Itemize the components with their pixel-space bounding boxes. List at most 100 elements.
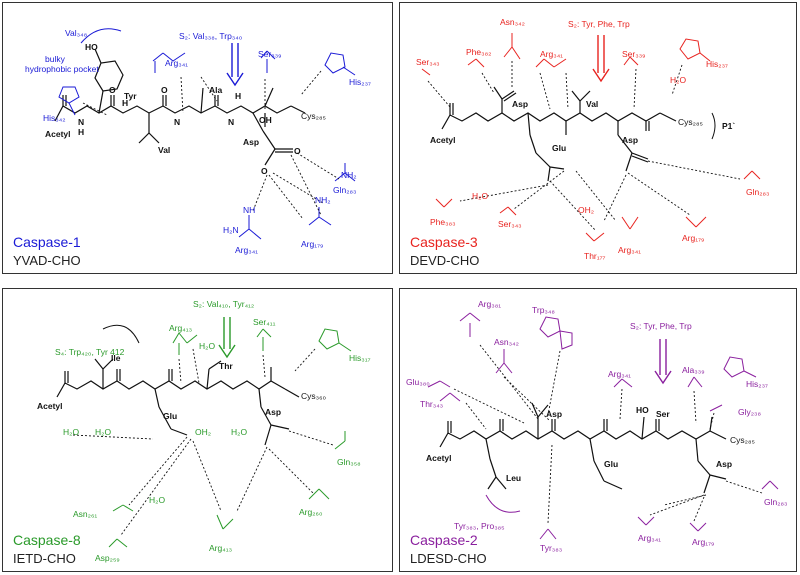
arg413b-label: Arg₄₁₃ bbox=[209, 543, 232, 553]
asp-label: Asp bbox=[512, 99, 528, 109]
glu-label: Glu bbox=[552, 143, 566, 153]
ligand-backbone bbox=[54, 48, 306, 166]
arg179-label: Arg₁₇₉ bbox=[682, 233, 704, 243]
h2o-label-1: H₂O bbox=[63, 427, 79, 437]
ser343-label: Ser₃₄₃ bbox=[416, 57, 440, 67]
pocket-label-2: hydrophobic pocket bbox=[25, 64, 99, 74]
caspase-1-residue-labels: Val₃₄₈ bulky hydrophobic pocket S₂: Val₃… bbox=[25, 28, 371, 255]
hydrogen-bonds bbox=[427, 61, 741, 232]
nh2-label-2: NH₂ bbox=[315, 195, 331, 205]
val-label: Val bbox=[158, 145, 170, 155]
ala-label: Ala bbox=[209, 85, 223, 95]
tyr383-label: Tyr₃₈₃ bbox=[540, 543, 562, 553]
ser339-label: Ser₃₃₉ bbox=[622, 49, 646, 59]
cys285-label: Cys₂₈₅ bbox=[678, 117, 703, 127]
glu-label: Glu bbox=[163, 411, 177, 421]
arg179-label: Arg₁₇₉ bbox=[301, 239, 323, 249]
n-label-1: N bbox=[78, 117, 84, 127]
s2-arrow bbox=[592, 35, 610, 83]
arg341-label: Arg₃₄₁ bbox=[540, 49, 563, 59]
caspase-1-substrate: YVAD-CHO bbox=[13, 253, 81, 268]
gln283-label: Gln₂₈₃ bbox=[764, 497, 788, 507]
o-label-4: O bbox=[261, 166, 268, 176]
his317-label: His₃₁₇ bbox=[349, 353, 371, 363]
thr177-label: Thr₁₇₇ bbox=[584, 251, 606, 261]
ligand-backbone bbox=[441, 86, 677, 182]
tyr-label: Tyr bbox=[124, 91, 137, 101]
asp-label: Asp bbox=[243, 137, 259, 147]
asn261-label: Asn₂₆₁ bbox=[73, 509, 97, 519]
asn342-label: Asn₃₄₂ bbox=[494, 337, 519, 347]
s2-arrow bbox=[218, 317, 236, 359]
ligand-backbone bbox=[439, 402, 727, 494]
s4-label: S₄: Trp₄₂₀, Tyr 412 bbox=[55, 347, 125, 357]
h-label-2: H bbox=[122, 98, 128, 108]
ligand-labels: Acetyl Leu Asp Glu Ser HO Asp bbox=[426, 405, 732, 483]
s2-label: S₂: Val₄₁₀, Tyr₄₁₂ bbox=[193, 299, 254, 309]
gly238-label: Gly₂₃₈ bbox=[738, 407, 762, 417]
caspase-2-substrate: LDESD-CHO bbox=[410, 551, 487, 566]
nh2-label-1: NH₂ bbox=[341, 170, 357, 180]
s4-label: Tyr₃₈₃, Pro₃₈₅ bbox=[454, 521, 505, 531]
phe383-label: Phe₃₈₃ bbox=[430, 217, 456, 227]
ser343b-label: Ser₃₄₃ bbox=[498, 219, 522, 229]
p1-label: P1` bbox=[722, 121, 735, 131]
pocket-label-1: bulky bbox=[45, 54, 66, 64]
water-network: H₂O H₂O OH₂ H₂O H₂O H₂O bbox=[63, 341, 247, 505]
s4-pocket-arc bbox=[102, 324, 140, 344]
s4-pocket-arc bbox=[485, 494, 521, 513]
hydrogen-bonds bbox=[82, 70, 340, 220]
h2o-label-1: H₂O bbox=[670, 75, 686, 85]
his237-label: His₂₃₇ bbox=[706, 59, 728, 69]
o-label-2: O bbox=[161, 85, 168, 95]
gln358-label: Gln₃₅₈ bbox=[337, 457, 361, 467]
asp-label: Asp bbox=[546, 409, 562, 419]
cys360-label: Cys₃₆₀ bbox=[301, 391, 327, 401]
ser-label: Ser bbox=[656, 409, 670, 419]
caspase-8-structure: Ile Thr Acetyl Glu Asp Cys₃₆₀ bbox=[13, 299, 371, 566]
val348-label: Val₃₄₈ bbox=[65, 28, 88, 38]
caspase-3-substrate: DEVD-CHO bbox=[410, 253, 479, 268]
arg341b-label: Arg₃₄₁ bbox=[638, 533, 661, 543]
s2-label: S₂: Tyr, Phe, Trp bbox=[568, 19, 630, 29]
h2o-label-2: H₂O bbox=[472, 191, 488, 201]
caspase-2-title: Caspase-2 bbox=[410, 532, 478, 548]
panel-caspase-2: Acetyl Leu Asp Glu Ser HO Asp Cys₂₈₅ bbox=[399, 288, 797, 572]
arg260-label: Arg₂₆₀ bbox=[299, 507, 323, 517]
caspase-3-structure: Asp Val Acetyl Glu Asp Cys₂₈₅ P1` bbox=[410, 17, 770, 268]
arg413-label: Arg₄₁₃ bbox=[169, 323, 192, 333]
caspase-2-residue-labels: Arg₃₈₁ Trp₃₄₈ Asn₃₄₂ S₂: Tyr, Phe, Trp G… bbox=[406, 299, 788, 553]
oh2-label: OH₂ bbox=[578, 205, 594, 215]
panel-caspase-3: Asp Val Acetyl Glu Asp Cys₂₈₅ P1` bbox=[399, 2, 797, 274]
hydrogen-bonds bbox=[453, 344, 763, 524]
ho-label: HO bbox=[636, 405, 649, 415]
thr-label: Thr bbox=[219, 361, 233, 371]
s2-label: S₂: Tyr, Phe, Trp bbox=[630, 321, 692, 331]
phe382-label: Phe₃₈₂ bbox=[466, 47, 491, 57]
h2o-label-5: H₂O bbox=[199, 341, 215, 351]
o-label-3: O bbox=[294, 146, 301, 156]
acetyl-label: Acetyl bbox=[37, 401, 63, 411]
glu-label: Glu bbox=[604, 459, 618, 469]
h-label-1: H bbox=[78, 127, 84, 137]
acetyl-label: Acetyl bbox=[430, 135, 456, 145]
s2-arrow bbox=[654, 339, 672, 385]
h2n-label: H₂N bbox=[223, 225, 239, 235]
ligand-backbone bbox=[56, 358, 300, 446]
o-label-1: O bbox=[109, 85, 116, 95]
ho-label: HO bbox=[85, 42, 98, 52]
h2o-label-4: H₂O bbox=[149, 495, 165, 505]
acetyl-label: Acetyl bbox=[45, 129, 71, 139]
asp-label: Asp bbox=[265, 407, 281, 417]
caspase-8-residue-bonds bbox=[108, 328, 352, 548]
arg341b-label: Arg₃₄₁ bbox=[235, 245, 258, 255]
ser411-label: Ser₄₁₁ bbox=[253, 317, 276, 327]
s2-arrow bbox=[226, 43, 244, 87]
ligand-labels: Asp Val Acetyl Glu Asp bbox=[430, 99, 638, 153]
arg381-label: Arg₃₈₁ bbox=[478, 299, 501, 309]
panel-caspase-1: HO Tyr Acetyl Val Ala Asp OH Cys₂₈₅ N H … bbox=[2, 2, 393, 274]
oh-label: OH bbox=[259, 115, 272, 125]
asp259-label: Asp₂₅₉ bbox=[95, 553, 120, 563]
his237-label: His₂₃₇ bbox=[746, 379, 768, 389]
thr343-label: Thr₃₄₃ bbox=[420, 399, 443, 409]
